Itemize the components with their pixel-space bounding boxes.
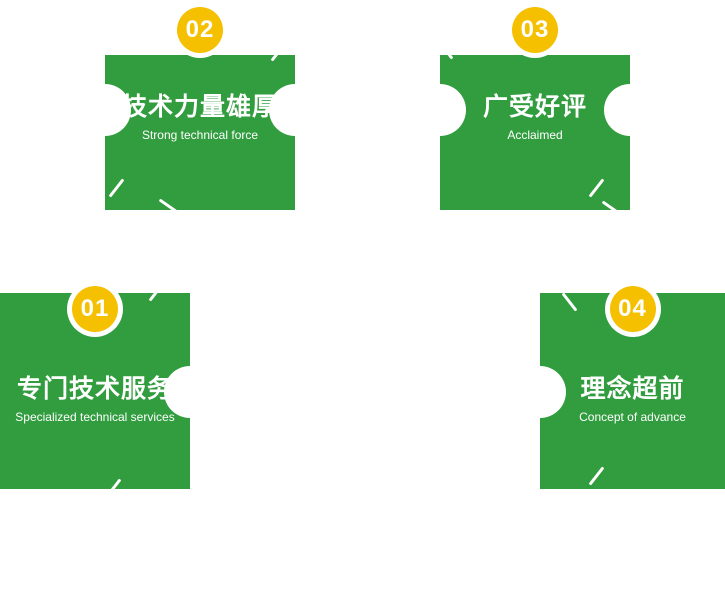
badge-number: 02 [185, 16, 215, 43]
decorative-slash [601, 200, 622, 216]
card-subtitle: Specialized technical services [15, 410, 175, 424]
badge-number: 01 [80, 295, 110, 322]
card-title: 广受好评 [482, 93, 587, 121]
card-title: 专门技术服务 [16, 375, 173, 403]
notch-left [514, 366, 566, 418]
badge-number: 04 [618, 295, 647, 322]
feature-card-03: 广受好评 Acclaimed 03 [414, 7, 656, 216]
decorative-slash [158, 198, 179, 214]
decorative-slash [561, 292, 578, 312]
notch-left [414, 84, 466, 136]
card-text: 技术力量雄厚 Strong technical force [105, 91, 295, 143]
decorative-slash [588, 178, 605, 198]
number-badge: 03 [512, 7, 558, 53]
card-panel: 技术力量雄厚 Strong technical force [79, 42, 321, 214]
card-subtitle: Acclaimed [507, 128, 563, 142]
feature-card-02: 技术力量雄厚 Strong technical force 02 [79, 7, 321, 214]
number-badge: 01 [72, 286, 118, 332]
card-text: 广受好评 Acclaimed [440, 91, 630, 143]
number-badge: 02 [177, 7, 223, 53]
badge-number: 03 [520, 16, 550, 43]
card-text: 理念超前 Concept of advance [540, 373, 725, 425]
decorative-slash [105, 478, 122, 498]
decorative-slash [437, 40, 454, 60]
decorative-slash [588, 466, 605, 486]
notch-right [604, 84, 656, 136]
card-title: 理念超前 [580, 375, 685, 403]
card-panel: 广受好评 Acclaimed [414, 40, 656, 216]
card-subtitle: Concept of advance [579, 410, 686, 424]
card-subtitle: Strong technical force [141, 128, 259, 142]
decorative-slash [108, 178, 125, 198]
notch-left [79, 84, 131, 136]
feature-card-01: 专门技术服务 Specialized technical services 01 [0, 282, 216, 512]
card-panel: 理念超前 Concept of advance [514, 292, 725, 506]
notch-right [164, 366, 216, 418]
card-title: 技术力量雄厚 [121, 93, 278, 121]
decorative-slash [148, 282, 165, 302]
card-text: 专门技术服务 Specialized technical services [0, 373, 190, 425]
number-badge: 04 [609, 286, 656, 332]
decorative-slash [126, 496, 147, 512]
notch-right [269, 84, 321, 136]
feature-card-04: 理念超前 Concept of advance 04 [514, 286, 725, 506]
decorative-slash [601, 490, 622, 506]
decorative-slash [270, 42, 287, 62]
